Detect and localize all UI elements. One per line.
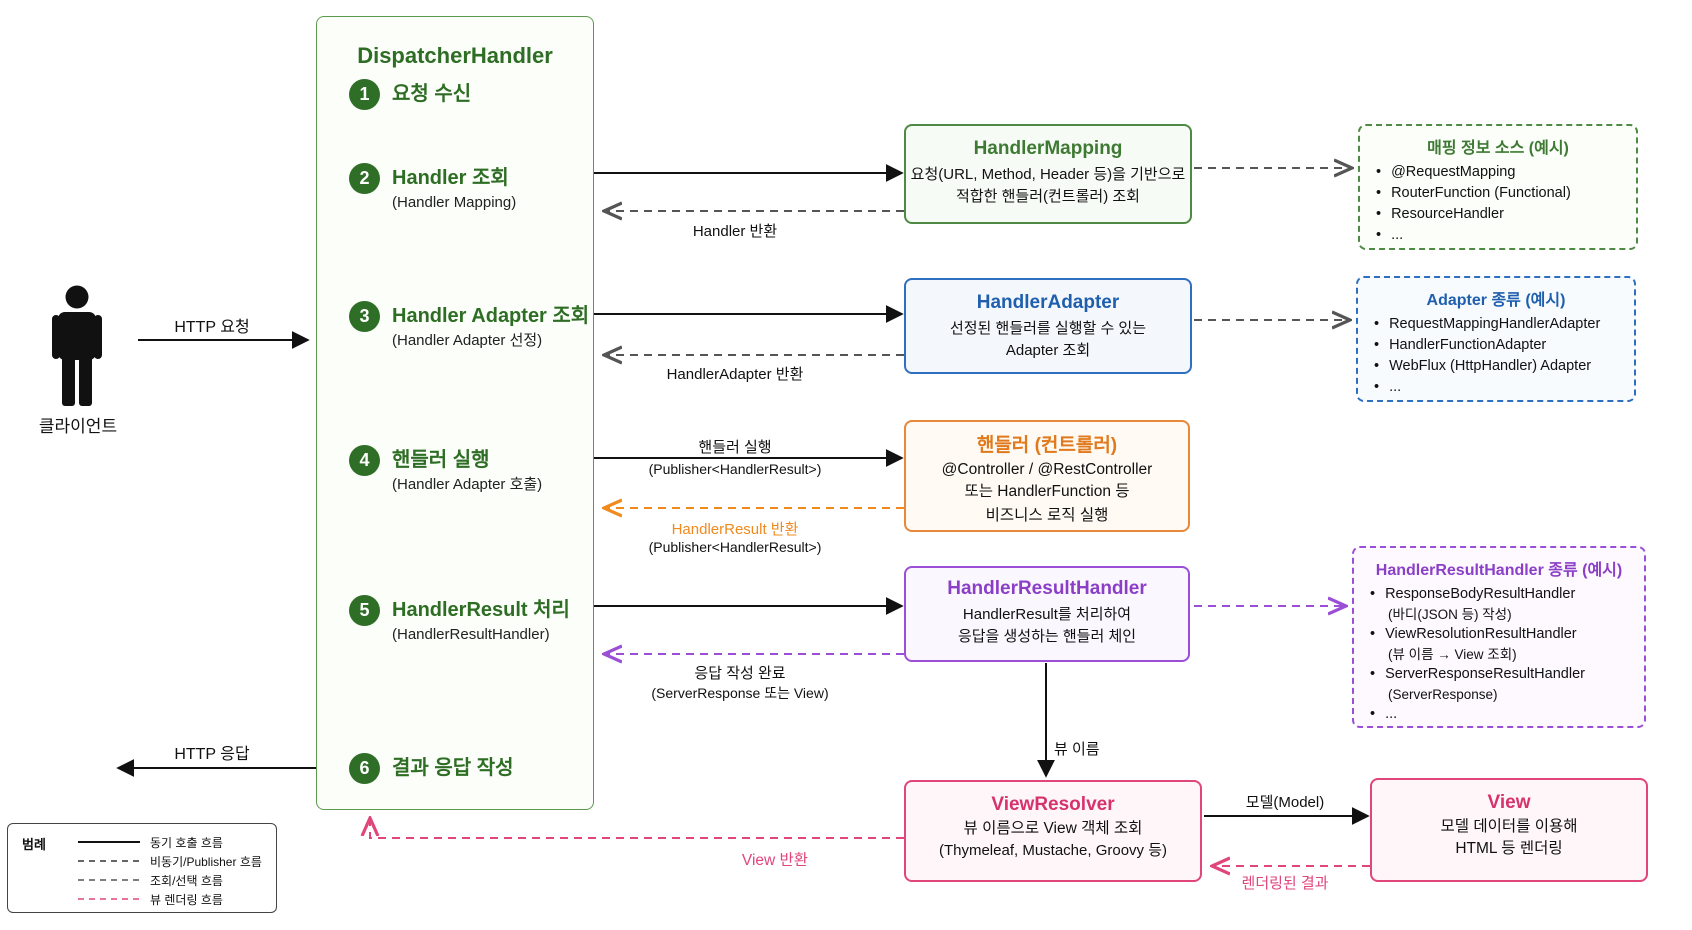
response-complete-sublabel: (ServerResponse 또는 View)	[651, 685, 829, 701]
view-desc-2: HTML 등 렌더링	[1455, 840, 1563, 857]
list-item: WebFlux (HttpHandler) Adapter	[1374, 356, 1620, 377]
view-resolver-desc-1: 뷰 이름으로 View 객체 조회	[963, 820, 1143, 837]
handler-mapping-title: HandlerMapping	[973, 138, 1123, 159]
handler-mapping-desc-2: 적합한 핸들러(컨트롤러) 조회	[956, 188, 1140, 205]
handler-adapter-desc-2: Adapter 조회	[1005, 342, 1091, 359]
step-3: 3 Handler Adapter 조회 (Handler Adapter 선정…	[349, 301, 589, 351]
list-item: @RequestMapping	[1376, 162, 1622, 183]
step-number: 3	[349, 301, 380, 332]
view-name-label: 뷰 이름	[1054, 741, 1100, 758]
mapping-sources-title: 매핑 정보 소스 (예시)	[1427, 140, 1569, 157]
view-return-label: View 반환	[741, 852, 809, 869]
step-title: HandlerResult 처리	[392, 599, 570, 621]
person-icon	[52, 285, 102, 406]
handler-adapter-desc-1: 선정된 핸들러를 실행할 수 있는	[949, 320, 1147, 337]
view-return-arrow	[370, 818, 904, 839]
handler-desc-1: @Controller / @RestController	[941, 461, 1153, 478]
list-item: ...	[1374, 377, 1620, 398]
legend: 범례	[7, 823, 277, 913]
step-number: 6	[349, 753, 380, 784]
list-item: ...	[1370, 704, 1630, 725]
legend-title: 범례	[22, 837, 46, 852]
list-item: ViewResolutionResultHandler	[1370, 624, 1630, 645]
handler-adapter-box: HandlerAdapter 선정된 핸들러를 실행할 수 있는 Adapter…	[904, 278, 1192, 374]
handler-desc-2: 또는 HandlerFunction 등	[964, 483, 1130, 500]
view-title: View	[1487, 792, 1531, 813]
list-item-note: (바디(JSON 등) 작성)	[1388, 607, 1512, 622]
handler-result-return-sublabel: (Publisher<HandlerResult>)	[648, 539, 822, 555]
handler-result-return-label: HandlerResult 반환	[671, 521, 799, 538]
step-title: 핸들러 실행	[392, 449, 490, 471]
step-title: Handler Adapter 조회	[392, 305, 590, 327]
step-1: 1 요청 수신	[349, 79, 471, 110]
list-item: ResponseBodyResultHandler	[1370, 584, 1630, 605]
result-handler-types-box: HandlerResultHandler 종류 (예시) ResponseBod…	[1352, 546, 1646, 728]
list-item: ...	[1376, 225, 1622, 246]
legend-lookup-label: 조회/선택 흐름	[150, 874, 223, 888]
handler-desc-3: 비즈니스 로직 실행	[985, 507, 1109, 524]
view-resolver-box: ViewResolver 뷰 이름으로 View 객체 조회 (Thymelea…	[904, 780, 1202, 882]
handler-result-handler-title: HandlerResultHandler	[947, 578, 1147, 599]
legend-render-label: 뷰 렌더링 흐름	[150, 893, 223, 907]
list-item-note: (뷰 이름 → View 조회)	[1388, 647, 1517, 662]
step-2: 2 Handler 조회 (Handler Mapping)	[349, 163, 516, 213]
http-response-label: HTTP 응답	[174, 746, 250, 763]
legend-async-label: 비동기/Publisher 흐름	[150, 855, 262, 869]
legend-sync-label: 동기 호출 흐름	[150, 836, 223, 850]
list-item-note: (ServerResponse)	[1388, 687, 1498, 702]
step-subtitle: (Handler Mapping)	[392, 194, 517, 211]
http-request-label: HTTP 요청	[174, 319, 250, 336]
view-desc-1: 모델 데이터를 이용해	[1440, 818, 1578, 835]
result-handler-types-title: HandlerResultHandler 종류 (예시)	[1375, 562, 1623, 579]
handler-box: 핸들러 (컨트롤러) @Controller / @RestController…	[904, 420, 1190, 532]
step-5: 5 HandlerResult 처리 (HandlerResultHandler…	[349, 595, 570, 645]
view-box: View 모델 데이터를 이용해 HTML 등 렌더링	[1370, 778, 1648, 882]
handler-title: 핸들러 (컨트롤러)	[976, 435, 1118, 456]
list-item: RequestMappingHandlerAdapter	[1374, 314, 1620, 335]
step-title: Handler 조회	[392, 167, 509, 189]
step-title: 요청 수신	[392, 83, 472, 105]
handler-mapping-box: HandlerMapping 요청(URL, Method, Header 등)…	[904, 124, 1192, 224]
step-subtitle: (Handler Adapter 선정)	[392, 332, 543, 349]
model-label: 모델(Model)	[1245, 794, 1325, 811]
step-4: 4 핸들러 실행 (Handler Adapter 호출)	[349, 445, 542, 495]
step-title: 결과 응답 작성	[392, 757, 514, 779]
handler-result-handler-desc-1: HandlerResult를 처리하여	[962, 606, 1132, 623]
view-resolver-title: ViewResolver	[991, 794, 1115, 815]
step-number: 5	[349, 595, 380, 626]
step-subtitle: (HandlerResultHandler)	[392, 626, 550, 643]
handler-return-label: Handler 반환	[692, 223, 778, 240]
view-resolver-desc-2: (Thymeleaf, Mustache, Groovy 등)	[938, 842, 1168, 859]
dispatcher-handler-box: DispatcherHandler 1 요청 수신 2 Handler 조회 (…	[316, 16, 594, 810]
handler-mapping-desc-1: 요청(URL, Method, Header 등)을 기반으로	[910, 166, 1186, 183]
handler-result-handler-box: HandlerResultHandler HandlerResult를 처리하여…	[904, 566, 1190, 662]
adapter-types-box: Adapter 종류 (예시) RequestMappingHandlerAda…	[1356, 276, 1636, 402]
render-result-label: 렌더링된 결과	[1241, 875, 1329, 892]
response-complete-label: 응답 작성 완료	[694, 665, 786, 682]
adapter-types-title: Adapter 종류 (예시)	[1426, 292, 1566, 309]
list-item: HandlerFunctionAdapter	[1374, 335, 1620, 356]
handler-adapter-title: HandlerAdapter	[976, 292, 1120, 313]
client-label: 클라이언트	[38, 417, 118, 436]
step-6: 6 결과 응답 작성	[349, 753, 514, 784]
list-item: ResourceHandler	[1376, 204, 1622, 225]
step-subtitle: (Handler Adapter 호출)	[392, 476, 543, 493]
list-item: RouterFunction (Functional)	[1376, 183, 1622, 204]
list-item: ServerResponseResultHandler	[1370, 664, 1630, 685]
handler-adapter-return-label: HandlerAdapter 반환	[666, 366, 804, 383]
handler-call-label: 핸들러 실행	[698, 439, 772, 456]
mapping-sources-box: 매핑 정보 소스 (예시) @RequestMapping RouterFunc…	[1358, 124, 1638, 250]
handler-result-handler-desc-2: 응답을 생성하는 핸들러 체인	[957, 628, 1137, 645]
step-number: 2	[349, 163, 380, 194]
handler-call-sublabel: (Publisher<HandlerResult>)	[648, 461, 822, 477]
step-number: 4	[349, 445, 380, 476]
dispatcher-title: DispatcherHandler	[357, 43, 553, 68]
step-number: 1	[349, 79, 380, 110]
